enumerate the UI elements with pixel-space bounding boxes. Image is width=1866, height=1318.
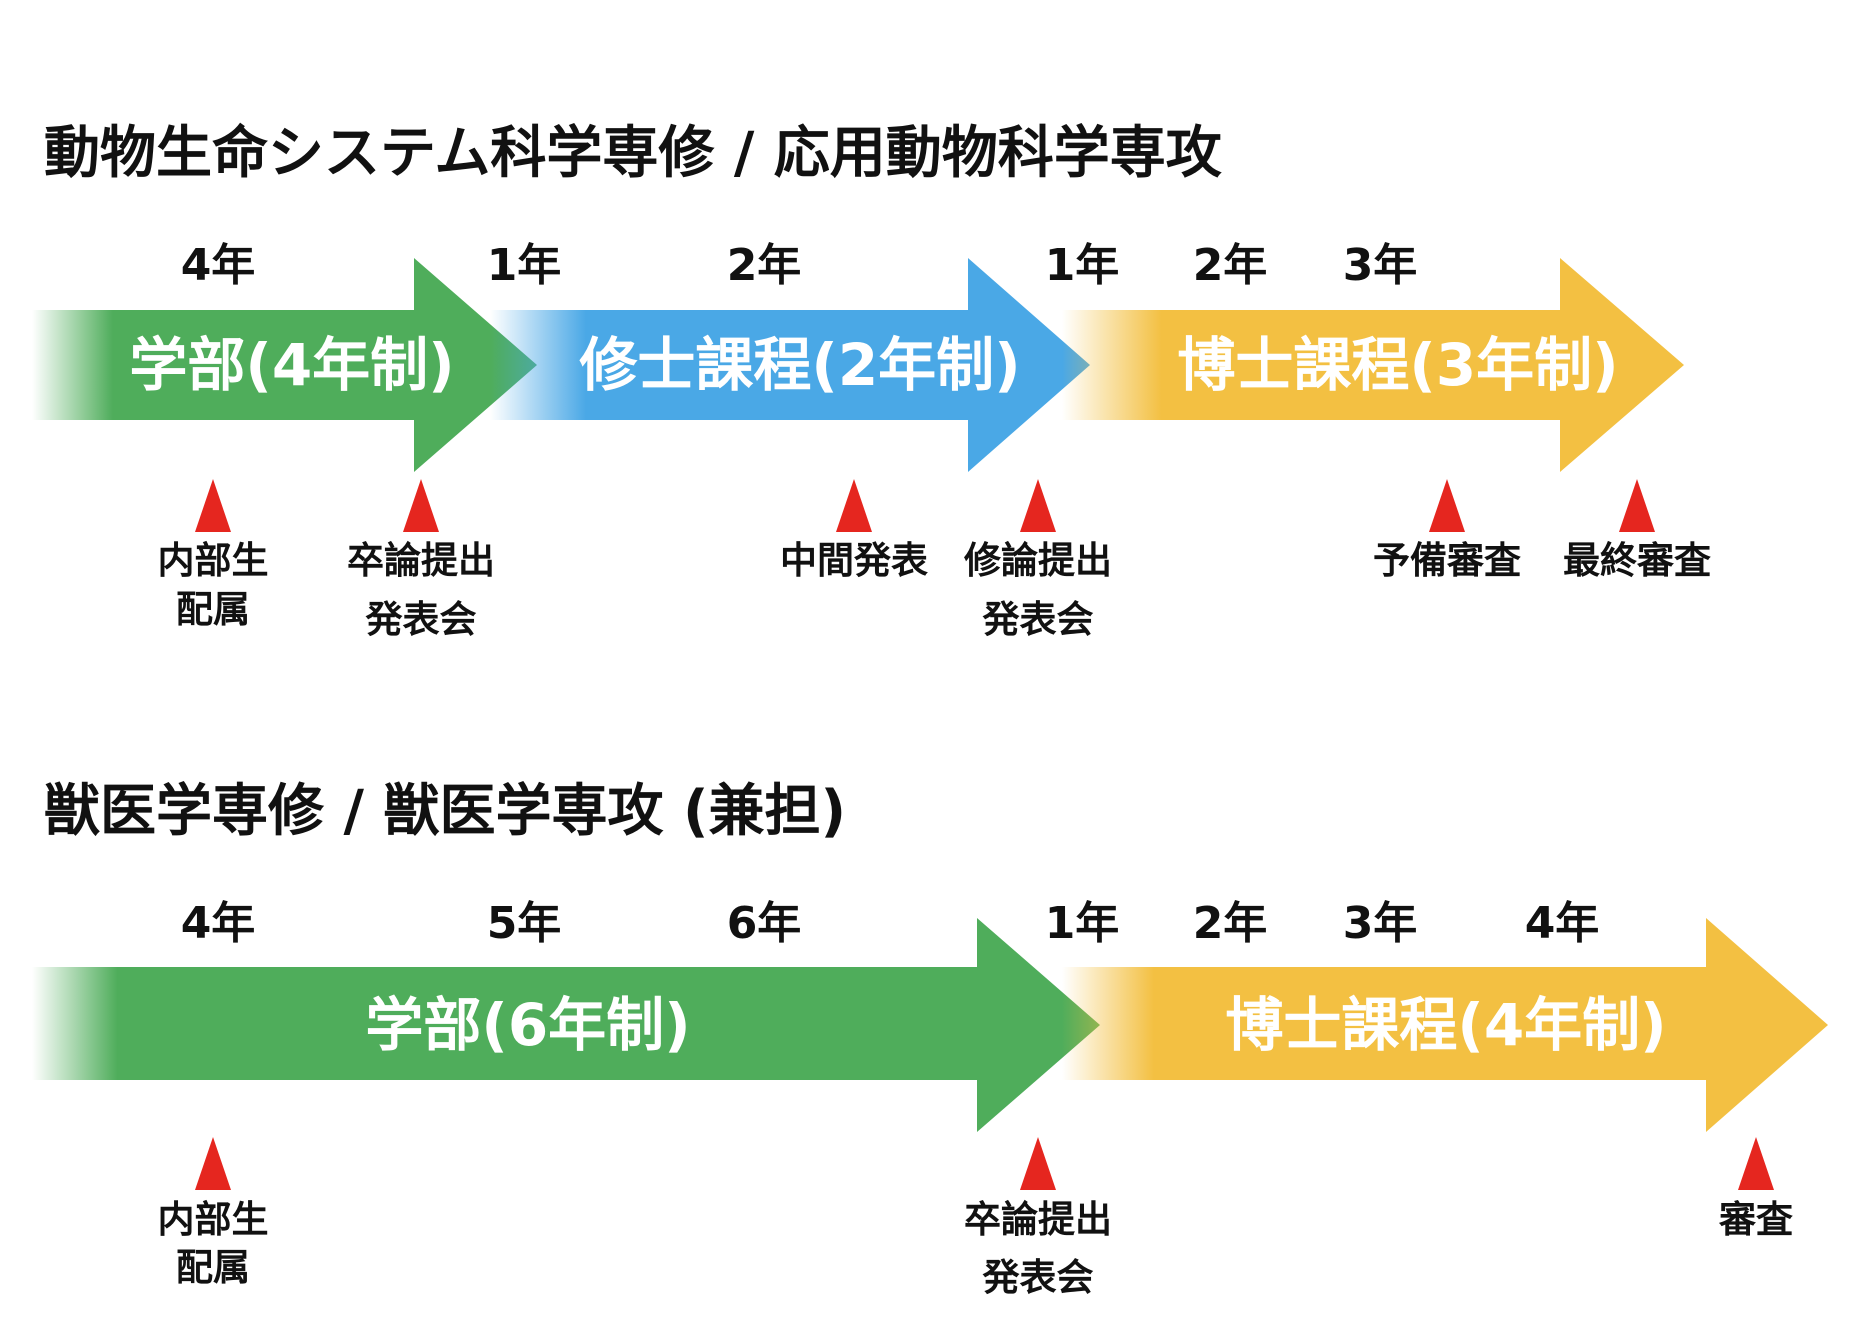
arrow-undergrad-4yr <box>32 258 537 472</box>
section-1-title: 動物生命システム科学専修 / 応用動物科学専攻 <box>44 121 1223 186</box>
milestone-label: 審査 <box>1718 1198 1793 1241</box>
milestone-label: 卒論提出 <box>964 1198 1112 1241</box>
milestone-label: 発表会 <box>982 1256 1094 1299</box>
year-label: 1年 <box>1045 240 1120 291</box>
milestone-label: 中間発表 <box>780 539 928 582</box>
milestone-marker-icon <box>1020 479 1056 532</box>
milestone-label: 発表会 <box>982 598 1094 641</box>
milestone-label: 発表会 <box>365 598 477 641</box>
year-label: 1年 <box>1045 898 1120 949</box>
milestone-label: 最終審査 <box>1563 539 1711 582</box>
milestone-label: 予備審査 <box>1373 539 1521 582</box>
year-label: 4年 <box>181 898 256 949</box>
year-label: 2年 <box>727 240 802 291</box>
year-label: 1年 <box>487 240 562 291</box>
milestone-marker-icon <box>1738 1137 1774 1190</box>
milestone-marker-icon <box>836 479 872 532</box>
milestone-marker-icon <box>195 479 231 532</box>
year-label: 3年 <box>1343 240 1418 291</box>
milestone-marker-icon <box>1020 1137 1056 1190</box>
milestone-label: 卒論提出 <box>347 539 495 582</box>
year-label: 4年 <box>181 240 256 291</box>
arrow-label-doctor: 博士課程(4年制) <box>1225 991 1666 1059</box>
milestone-marker-icon <box>195 1137 231 1190</box>
year-label: 4年 <box>1525 898 1600 949</box>
year-label: 2年 <box>1193 898 1268 949</box>
milestone-label: 修論提出 <box>964 539 1112 582</box>
arrow-label-doctor: 博士課程(3年制) <box>1177 331 1618 399</box>
arrow-doctor-3yr <box>1062 258 1684 472</box>
arrow-label-undergrad: 学部(4年制) <box>129 331 454 399</box>
arrow-doctor-4yr <box>1062 918 1828 1132</box>
milestone-label: 配属 <box>176 1246 250 1289</box>
arrow-label-master: 修士課程(2年制) <box>579 331 1020 399</box>
year-label: 3年 <box>1343 898 1418 949</box>
milestone-label: 配属 <box>176 588 250 631</box>
milestone-label: 内部生 <box>158 1198 269 1241</box>
year-label: 5年 <box>487 898 562 949</box>
arrow-master-2yr <box>490 258 1090 472</box>
milestone-marker-icon <box>1429 479 1465 532</box>
milestone-label: 内部生 <box>158 539 269 582</box>
year-label: 6年 <box>727 898 802 949</box>
arrow-label-undergrad: 学部(6年制) <box>365 991 690 1059</box>
section-2-title: 獣医学専修 / 獣医学専攻 (兼担) <box>44 779 846 844</box>
milestone-marker-icon <box>403 479 439 532</box>
year-label: 2年 <box>1193 240 1268 291</box>
milestone-marker-icon <box>1619 479 1655 532</box>
arrow-undergrad-6yr <box>32 918 1100 1132</box>
